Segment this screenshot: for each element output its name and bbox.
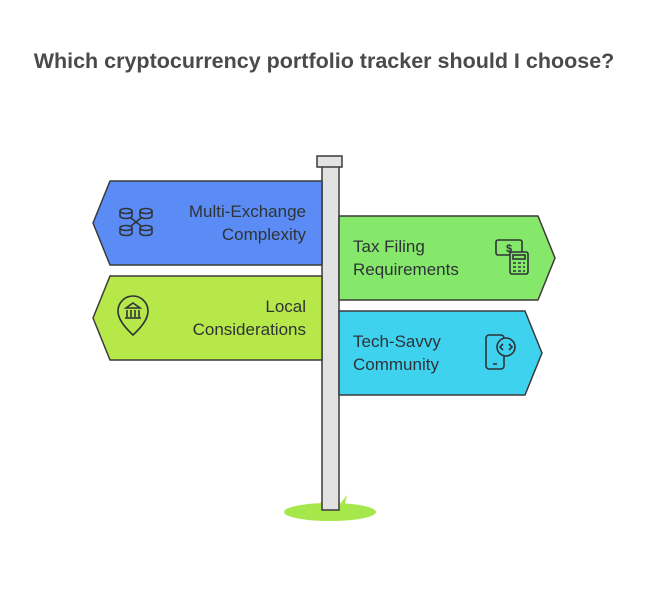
money-calculator-icon: $ xyxy=(495,239,529,275)
location-bank-icon xyxy=(117,295,149,337)
sign-local-line-1: Local xyxy=(265,297,306,316)
sign-multi-exchange-line-1: Multi-Exchange xyxy=(189,202,306,221)
page-title: Which cryptocurrency portfolio tracker s… xyxy=(33,49,615,73)
sign-multi-exchange: Multi-Exchange Complexity xyxy=(92,180,323,266)
sign-multi-exchange-line-2: Complexity xyxy=(222,225,307,244)
sign-tax-filing-line-2: Requirements xyxy=(353,260,459,279)
sign-tech-savvy-line-1: Tech-Savvy xyxy=(353,332,441,351)
sign-tech-savvy: Tech-Savvy Community xyxy=(338,310,543,396)
svg-text:$: $ xyxy=(506,243,512,255)
sign-local: Local Considerations xyxy=(92,275,323,361)
exchange-network-icon xyxy=(119,207,153,237)
sign-tech-savvy-line-2: Community xyxy=(353,355,439,374)
sign-tax-filing: $ Tax Filing Requirements xyxy=(338,215,556,301)
mobile-code-icon xyxy=(485,334,516,370)
sign-tax-filing-line-1: Tax Filing xyxy=(353,237,425,256)
sign-local-line-2: Considerations xyxy=(193,320,306,339)
